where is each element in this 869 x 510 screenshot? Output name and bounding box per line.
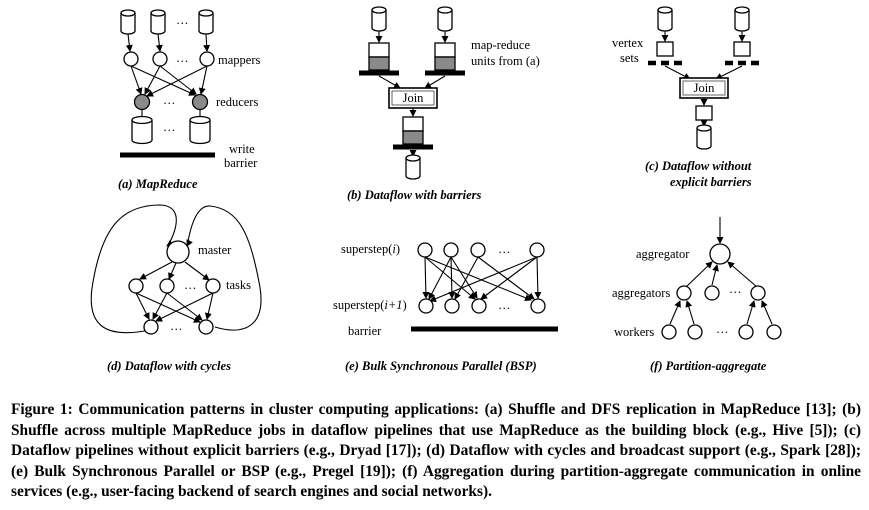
d-broadcast-edges — [139, 261, 210, 281]
d-task-nodes — [128, 278, 221, 294]
e-dots-top: … — [498, 242, 511, 256]
b-mr-units-label-2: units from (a) — [471, 54, 540, 68]
c-source-cylinders — [657, 6, 750, 32]
d-caption: (d) Dataflow with cycles — [107, 359, 231, 373]
a-dots-mappers: … — [176, 51, 189, 65]
a-dfs-cylinders-top — [120, 9, 214, 35]
a-reducer-nodes — [133, 93, 209, 111]
panel-e-bsp: superstep(i) … superstep(i+1) — [333, 242, 558, 373]
d-cycle-left — [90, 204, 177, 334]
c-vertex-label: vertex — [612, 36, 644, 50]
a-barrier-label: barrier — [224, 156, 258, 170]
b-mr-unit-right — [425, 42, 465, 76]
f-aggregators-label: aggregators — [612, 286, 670, 300]
d-dots-bottom: … — [170, 319, 183, 333]
c-join-label: Join — [694, 81, 716, 95]
c-sink-cylinder — [696, 124, 712, 150]
e-dots-bottom: … — [498, 298, 511, 312]
a-edges-top — [125, 33, 211, 52]
panel-a-mapreduce: … … mappers … reducers — [118, 9, 260, 191]
f-caption: (f) Partition-aggregate — [650, 359, 767, 373]
f-dots-mid: … — [729, 282, 742, 296]
c-caption-2: explicit barriers — [670, 175, 752, 189]
b-sink-cylinder — [405, 154, 421, 180]
c-sets-label: sets — [620, 51, 639, 65]
e-superstep-i1-label: superstep(i+1) — [333, 298, 407, 312]
c-join-box: Join — [679, 77, 729, 99]
b-caption: (b) Dataflow with barriers — [347, 188, 482, 202]
a-reducers-label: reducers — [216, 95, 258, 109]
figure-diagram: … … mappers … reducers — [90, 6, 782, 373]
f-workers-label: workers — [614, 325, 654, 339]
b-join-box: Join — [388, 87, 438, 109]
a-write-edges — [141, 110, 201, 118]
d-cycle-right — [186, 205, 262, 331]
panel-d-dataflow-cycles: master … tasks … (d) Dataflow with cycle… — [90, 204, 262, 373]
a-write-label: write — [229, 142, 255, 156]
f-aggregator-label: aggregator — [636, 247, 690, 261]
a-dots-top: … — [176, 13, 189, 27]
b-join-label: Join — [403, 91, 425, 105]
f-dots-bottom: … — [716, 322, 729, 336]
e-message-edges — [422, 256, 542, 302]
e-superstep-i-nodes — [417, 242, 545, 258]
e-barrier-label: barrier — [348, 324, 382, 338]
a-dfs-cylinders-bottom — [131, 115, 211, 145]
a-shuffle-edges — [130, 65, 208, 97]
figure-caption: Figure 1: Communication patterns in clus… — [11, 401, 861, 500]
c-caption-1: (c) Dataflow without — [645, 159, 752, 173]
e-caption: (e) Bulk Synchronous Parallel (BSP) — [345, 359, 537, 373]
f-aggregators-nodes — [676, 285, 766, 301]
d-output-nodes — [143, 319, 214, 335]
panel-f-partition-aggregate: aggregator … aggregators … workers (f) P… — [612, 217, 782, 373]
b-mr-unit-bottom — [393, 116, 433, 150]
a-caption: (a) MapReduce — [118, 177, 198, 191]
b-mr-units-label-1: map-reduce — [471, 38, 530, 52]
f-worker-edges — [669, 300, 773, 325]
d-master-node — [166, 240, 190, 264]
a-dots-bottom: … — [163, 120, 176, 134]
a-mapper-nodes — [123, 51, 215, 67]
f-aggregator-node — [709, 243, 731, 265]
d-tasks-label: tasks — [226, 278, 251, 292]
c-vertex-bottom — [695, 105, 713, 121]
b-mr-unit-left — [359, 42, 399, 76]
d-shuffle-edges — [135, 292, 214, 323]
e-superstep-i1-nodes — [418, 298, 546, 314]
f-mid-edges — [685, 261, 758, 288]
b-source-cylinders — [371, 6, 453, 32]
panel-b-dataflow-barriers: map-reduce units from (a) Join (b) Dataf… — [347, 6, 540, 202]
d-master-label: master — [198, 243, 232, 257]
panel-c-dataflow-no-barriers: vertex sets Join (c) Dataflow without ex… — [612, 6, 760, 189]
d-dots-tasks: … — [184, 278, 197, 292]
a-dots-reducers: … — [163, 93, 176, 107]
e-superstep-i-label: superstep(i) — [341, 242, 400, 256]
c-vertex-left — [656, 41, 674, 57]
f-worker-nodes — [661, 324, 782, 340]
c-vertex-right — [733, 41, 751, 57]
a-mappers-label: mappers — [218, 53, 260, 67]
